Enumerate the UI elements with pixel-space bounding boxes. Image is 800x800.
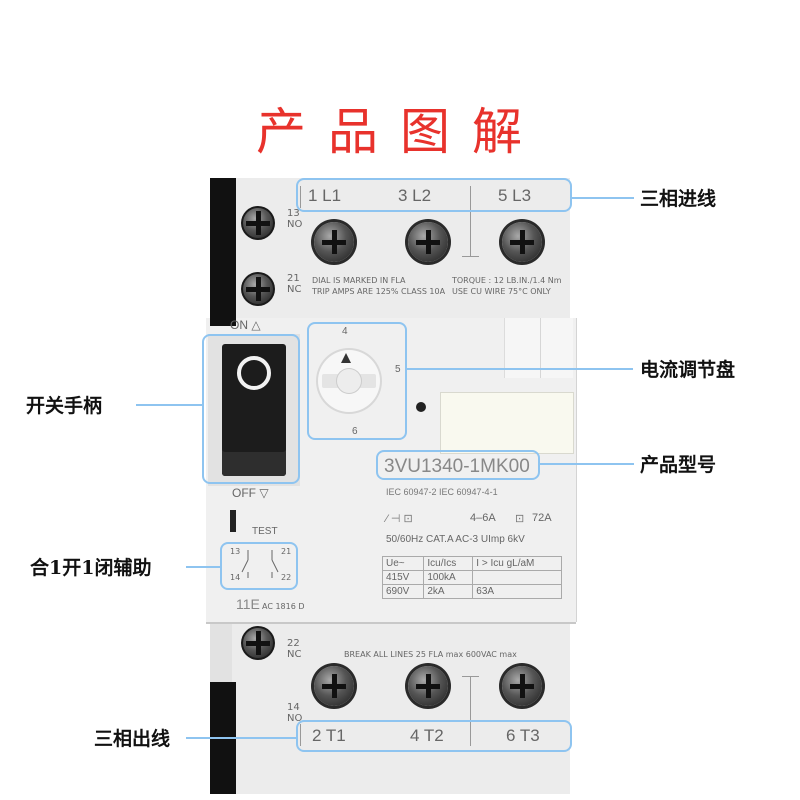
callout-label-aux: 合1开1闭辅助 — [30, 557, 152, 579]
callout-box-dial — [307, 322, 407, 440]
din-rail-clip-top — [210, 178, 236, 326]
callout-line-dial — [407, 368, 633, 370]
terminal-label-t3: 6 T3 — [506, 726, 540, 745]
table-cell: Icu/Ics — [423, 556, 474, 571]
callout-line-handle — [136, 404, 202, 406]
note-dial-marked: DIAL IS MARKED IN FLA — [312, 276, 406, 285]
dial-mark-4: 4 — [342, 326, 348, 337]
aux-block-part: AC 1816 D — [262, 602, 305, 611]
aux-nc-top-text: NC — [287, 284, 302, 295]
terminal-label-l2: 3 L2 — [398, 186, 432, 205]
terminal-separator — [470, 676, 471, 746]
aux-screw-21 — [241, 272, 275, 306]
terminal-label-l3: 5 L3 — [498, 186, 532, 205]
terminal-label-t1: 2 T1 — [312, 726, 346, 745]
callout-label-model: 产品型号 — [640, 454, 717, 476]
terminal-separator — [300, 186, 301, 208]
callout-box-input — [296, 178, 572, 212]
aux-mark-21: 21 — [281, 547, 292, 556]
terminal-separator — [470, 186, 471, 256]
terminal-separator — [462, 256, 479, 257]
note-trip-amps: TRIP AMPS ARE 125% CLASS 10A — [312, 287, 446, 296]
indicator-dot — [416, 402, 426, 412]
top-rib-line — [540, 318, 541, 378]
handle-off-label: OFF ▽ — [232, 486, 269, 500]
table-cell: I > Icu gL/aM — [472, 556, 562, 571]
aux-nc-top-num: 21 — [287, 273, 300, 284]
aux-nc-bot-num: 22 — [287, 638, 300, 649]
aux-mark-13: 13 — [230, 547, 241, 556]
callout-line-model — [540, 463, 634, 465]
aux-no-bot-text: NO — [287, 713, 303, 724]
screw-t2 — [408, 666, 448, 706]
aux-contact-symbol-icon — [241, 550, 279, 578]
terminal-label-l1: 1 L1 — [308, 186, 342, 205]
section-divider — [206, 622, 576, 624]
callout-box-aux — [220, 542, 298, 590]
table-row: 415V 100kA — [381, 570, 562, 585]
aux-mark-14: 14 — [230, 573, 241, 582]
note-cu-wire: USE CU WIRE 75°C ONLY — [452, 287, 551, 296]
callout-label-input: 三相进线 — [640, 188, 717, 210]
rating-table: Ue~ Icu/Ics I > Icu gL/aM 415V 100kA 690… — [381, 556, 562, 599]
bottom-note: BREAK ALL LINES 25 FLA max 600VAC max — [344, 650, 517, 659]
callout-box-model — [376, 450, 540, 480]
instant-trip-icon: ⊡ — [515, 513, 525, 525]
aux-nc-bot-text: NC — [287, 649, 302, 660]
handle-indicator-ring — [237, 356, 271, 390]
aux-screw-22 — [241, 626, 275, 660]
dial-hub — [337, 369, 361, 393]
dial-mark-5: 5 — [395, 364, 401, 375]
label-sticker — [440, 392, 574, 454]
table-cell: Ue~ — [381, 556, 425, 571]
dial-pointer-icon — [341, 353, 351, 363]
rating-line: 50/60Hz CAT.A AC-3 UImp 6kV — [386, 534, 525, 545]
rating-max: 72A — [532, 512, 552, 524]
standards: IEC 60947-2 IEC 60947-4-1 — [386, 487, 498, 497]
rating-range: 4–6A — [470, 512, 496, 524]
table-cell — [472, 570, 562, 585]
aux-mark-22: 22 — [281, 573, 292, 582]
callout-label-output: 三相出线 — [94, 728, 171, 750]
callout-line-input — [572, 197, 634, 199]
model-number: 3VU1340-1MK00 — [384, 456, 530, 477]
trip-symbol-icon: ⁄ ⊣ ⊡ — [386, 513, 413, 525]
callout-label-handle: 开关手柄 — [26, 395, 103, 417]
handle-on-label: ON △ — [230, 318, 261, 332]
aux-block-code: 11E — [236, 596, 260, 612]
callout-box-handle — [202, 334, 300, 484]
screw-l3 — [502, 222, 542, 262]
screw-l2 — [408, 222, 448, 262]
callout-label-dial: 电流调节盘 — [640, 359, 736, 381]
aux-no-top-text: NO — [287, 219, 303, 230]
screw-t1 — [314, 666, 354, 706]
callout-line-aux — [186, 566, 220, 568]
note-torque: TORQUE : 12 LB.IN./1.4 Nm — [452, 276, 562, 285]
aux-no-bot-num: 14 — [287, 702, 300, 713]
table-cell: 690V — [381, 584, 425, 599]
dial-mark-6: 6 — [352, 426, 358, 437]
terminal-label-t2: 4 T2 — [410, 726, 444, 745]
callout-box-output — [296, 720, 572, 752]
callout-line-output — [186, 737, 296, 739]
test-label: TEST — [252, 526, 278, 537]
page-title: 产品图解 — [256, 103, 544, 161]
screw-l1 — [314, 222, 354, 262]
table-row: Ue~ Icu/Ics I > Icu gL/aM — [381, 556, 562, 571]
aux-screw-13 — [241, 206, 275, 240]
table-cell: 100kA — [423, 570, 474, 585]
table-cell: 63A — [472, 584, 562, 599]
table-cell: 2kA — [423, 584, 474, 599]
terminal-separator — [300, 724, 301, 746]
test-button[interactable] — [230, 510, 236, 532]
terminal-separator — [462, 676, 479, 677]
table-cell: 415V — [381, 570, 425, 585]
screw-t3 — [502, 666, 542, 706]
table-row: 690V 2kA 63A — [381, 584, 562, 599]
aux-no-top-num: 13 — [287, 208, 300, 219]
